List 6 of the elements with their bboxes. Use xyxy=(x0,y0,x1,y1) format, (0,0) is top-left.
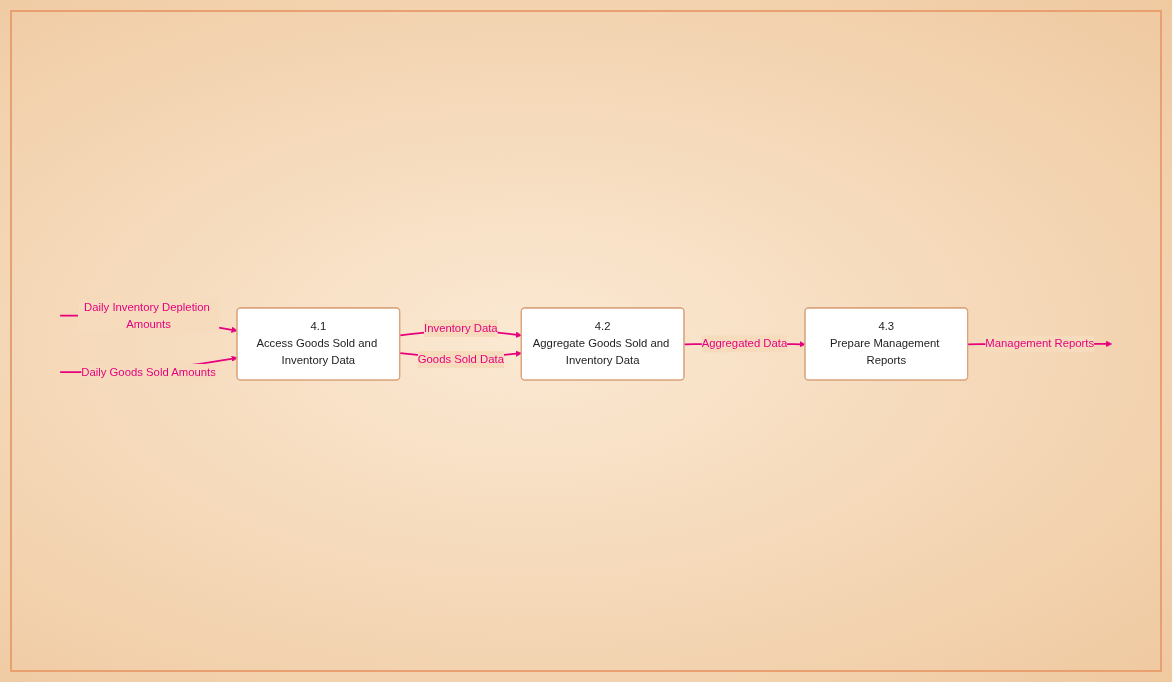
edge-label: Daily Goods Sold Amounts xyxy=(81,366,216,379)
edge-label: Goods Sold Data xyxy=(417,353,504,366)
edge-label: Management Reports xyxy=(985,337,1095,350)
edge-label: Inventory Data xyxy=(424,322,498,335)
edge-label: Daily Inventory Depletion Amounts xyxy=(84,301,210,331)
edge-label: Aggregated Data xyxy=(701,337,788,350)
